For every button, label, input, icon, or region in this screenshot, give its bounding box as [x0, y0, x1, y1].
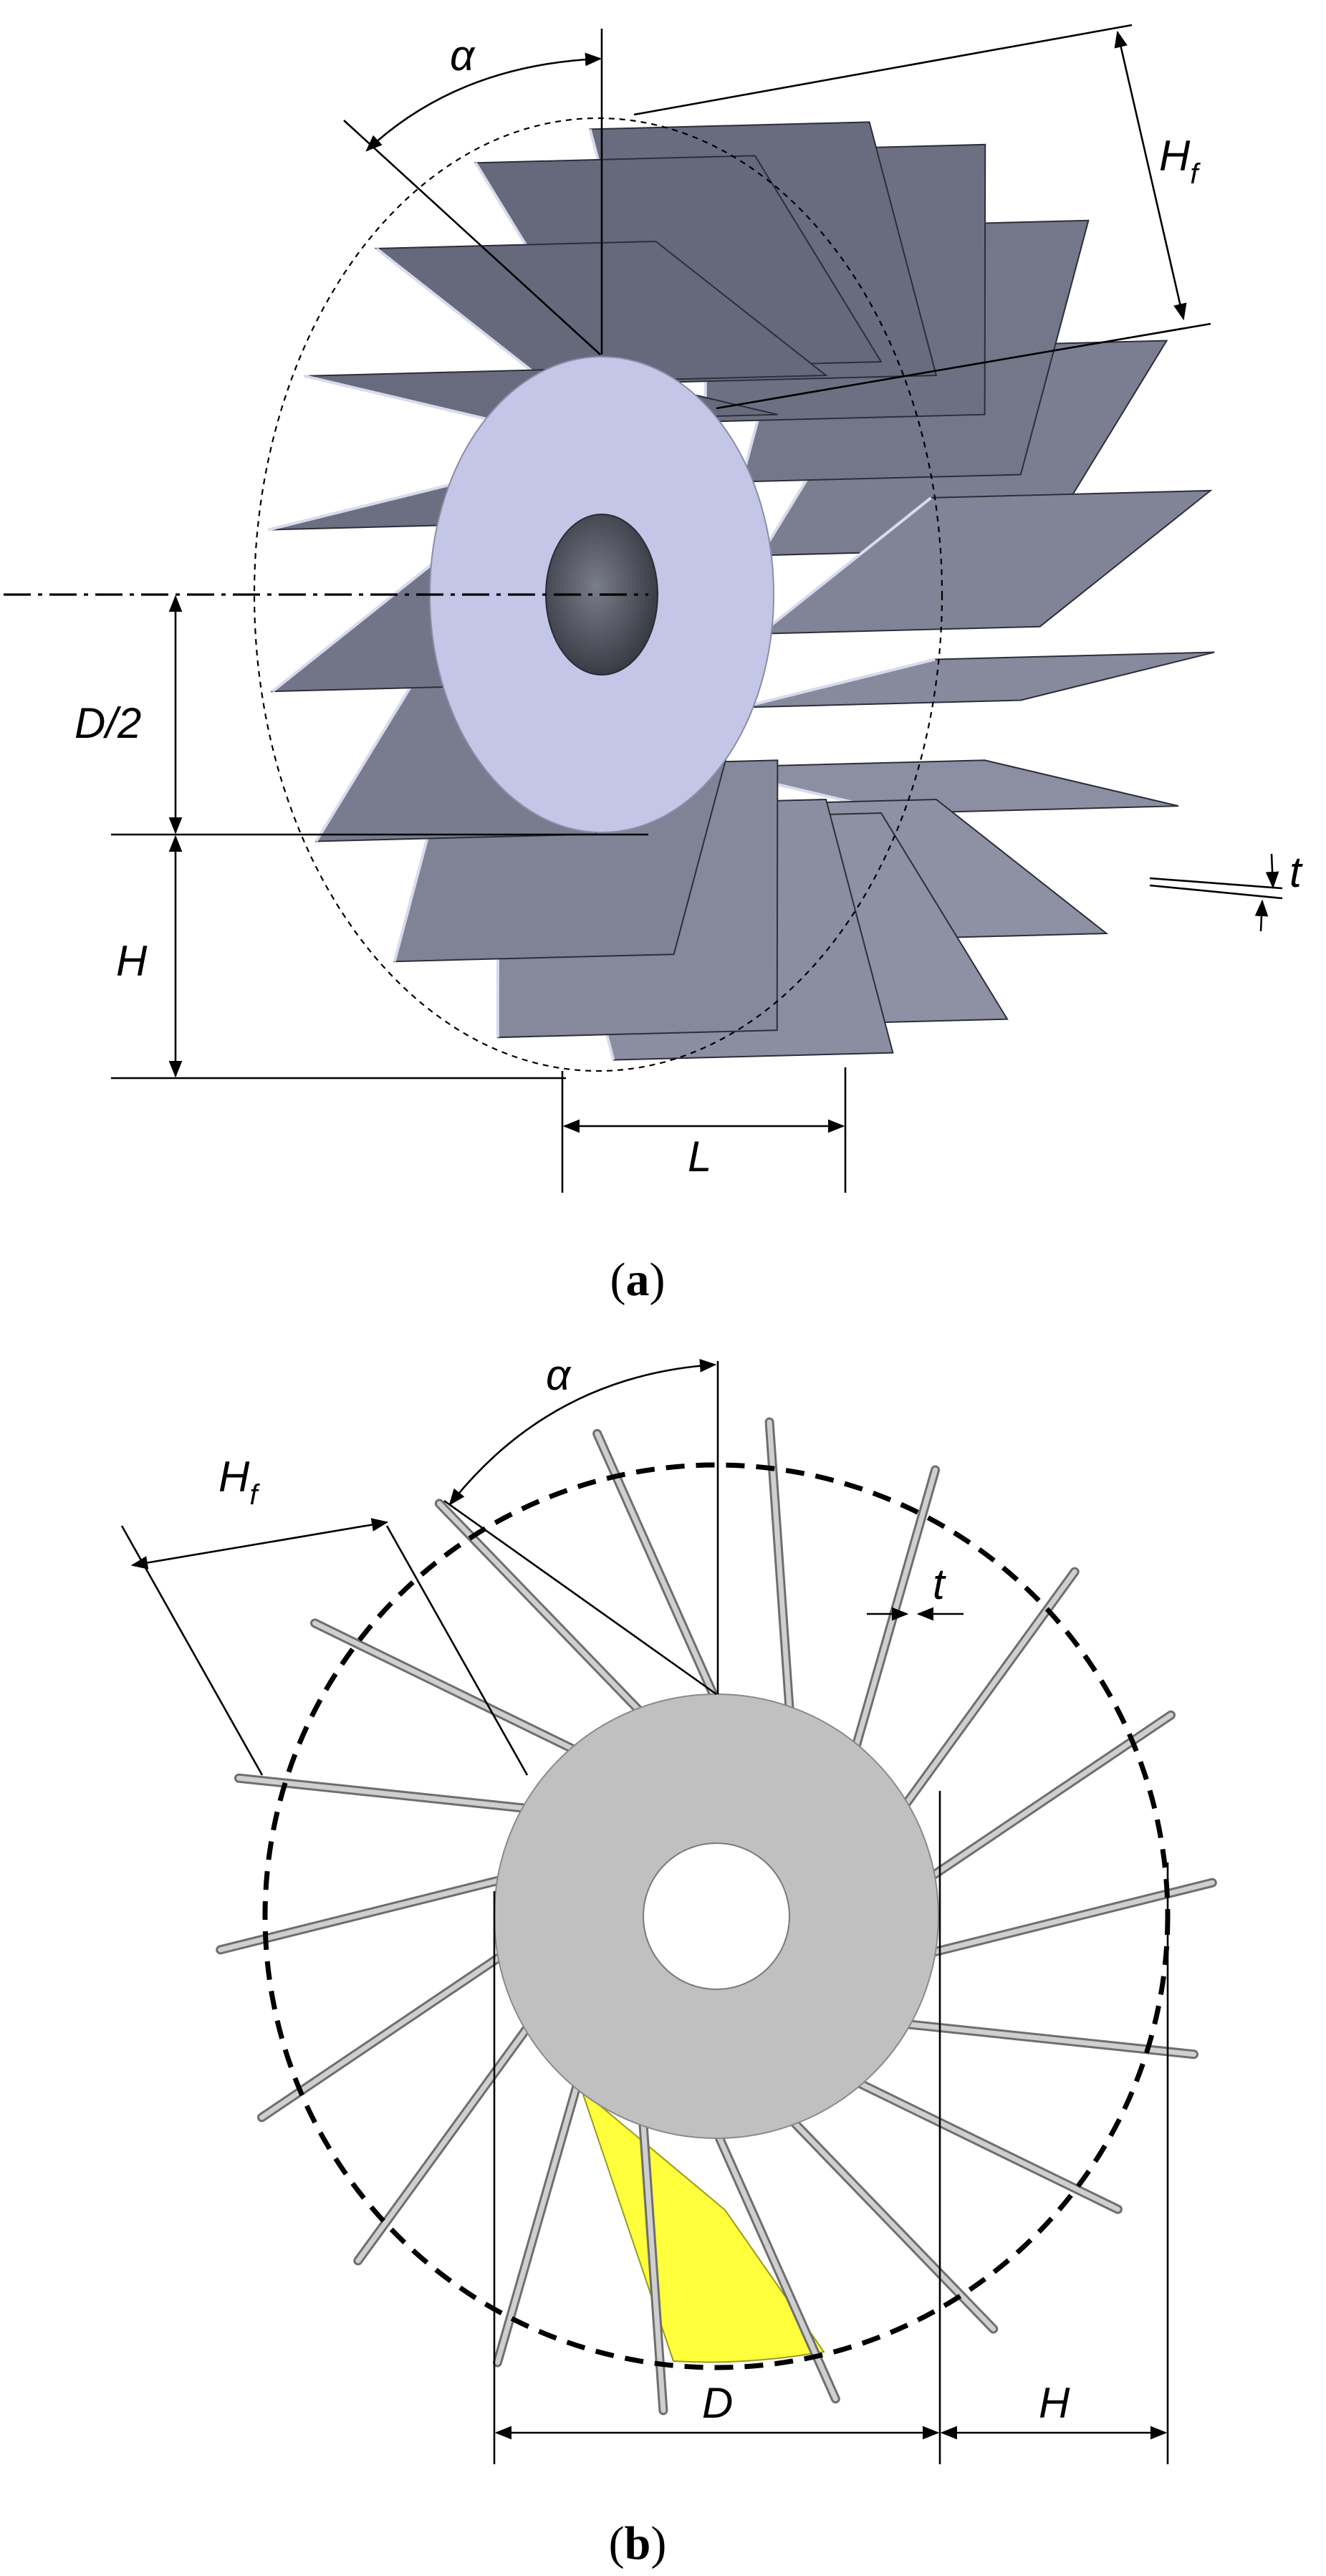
fin-b-face [900, 1569, 1077, 1812]
hf-ext-2-b [385, 1525, 529, 1776]
fin-b-face [494, 2078, 581, 2365]
h-label-a: H [116, 937, 148, 985]
fin-b-face [236, 1775, 533, 1812]
fin-b-face [767, 1419, 793, 1717]
panel-a: α Hf D/2 H L t (a) [4, 24, 1303, 1306]
fin-a-edge [741, 658, 936, 709]
fin-b-face [852, 2078, 1120, 2212]
bore-b [643, 1842, 790, 1990]
caption-b: (b) [609, 2517, 667, 2570]
t-ext-1-a [1149, 877, 1283, 890]
fin-a-edge [272, 554, 444, 693]
hf-label-b: Hf [218, 1453, 260, 1511]
fin-b-face [259, 1951, 508, 2120]
alpha-label-b: α [546, 1351, 572, 1399]
d2-label-a: D/2 [75, 699, 141, 747]
caption-a: (a) [610, 1254, 666, 1306]
fin-a-edge [304, 374, 499, 423]
t-ext-2-a [1149, 884, 1283, 900]
fin-a [741, 651, 1215, 708]
fin-b-face [852, 1467, 938, 1754]
fins-a [268, 121, 1215, 1061]
alpha-ref-inclined-b [443, 1499, 717, 1696]
h-label-b: H [1039, 2379, 1070, 2427]
fin-b-face [355, 2021, 533, 2264]
t-arrow-bottom-a [1254, 899, 1269, 932]
hf-dim-line-b [130, 1518, 389, 1570]
alpha-label-a: α [450, 32, 476, 80]
panel-b: α Hf t D H (b) [120, 1351, 1217, 2570]
t-label-b: t [933, 1560, 946, 1608]
fin-b-face [925, 1712, 1174, 1882]
fin-b-face [787, 2115, 996, 2332]
hf-dim-line-a [1114, 30, 1187, 321]
alpha-arc-b [448, 1359, 717, 1506]
fin-a-edge [759, 496, 932, 635]
hf-label-a: Hf [1159, 132, 1201, 190]
alpha-ref-inclined-a [343, 120, 601, 355]
d-label-b: D [702, 2379, 733, 2427]
fin-a-edge [268, 480, 463, 532]
fin-b-face [595, 1431, 719, 1704]
hf-ext-bottom-a [716, 322, 1211, 410]
t-label-a: t [1289, 848, 1303, 896]
fin-b-face [436, 1501, 645, 1717]
hf-ext-top-a [633, 24, 1133, 116]
l-label-a: L [688, 1133, 711, 1181]
t-arrow-top-a [1265, 853, 1279, 889]
alpha-arc-a [365, 52, 602, 152]
fin-b-face [312, 1620, 581, 1754]
fin-a-edge [375, 247, 548, 384]
